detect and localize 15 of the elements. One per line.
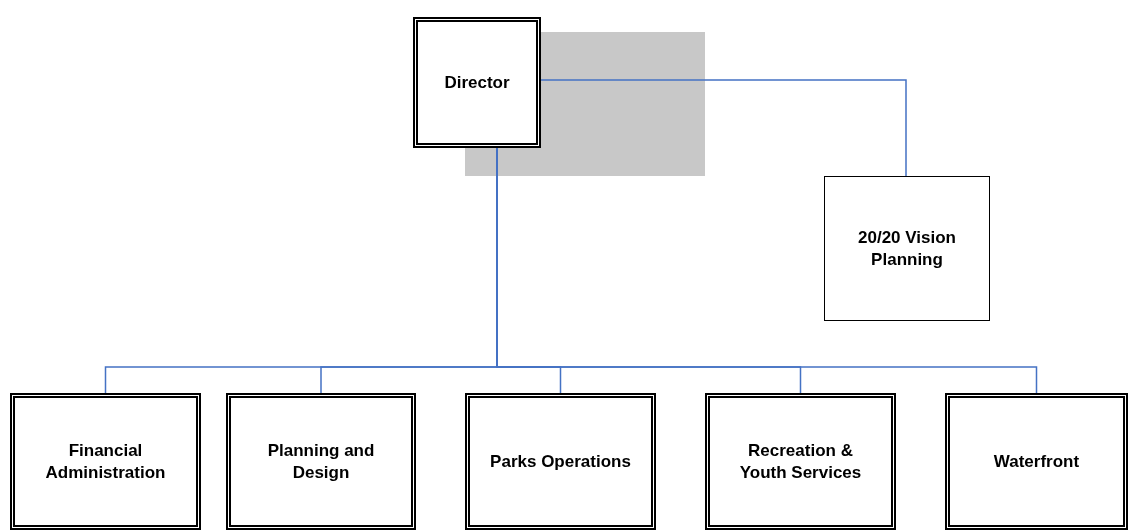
org-box xyxy=(824,176,990,321)
unit-title: Parks Operations xyxy=(489,450,632,473)
unit-title: Recreation & Youth Services xyxy=(738,439,863,484)
unit-title: 20/20 Vision Planning xyxy=(857,226,957,271)
connector-line xyxy=(540,79,907,177)
unit-title: Planning and Design xyxy=(266,439,376,484)
org-box xyxy=(413,17,541,148)
unit-title: Director xyxy=(443,71,511,94)
org-box xyxy=(465,393,656,530)
unit-title: Waterfront xyxy=(992,450,1081,473)
unit-title: Financial Administration xyxy=(44,439,167,484)
org-box xyxy=(945,393,1128,530)
org-box xyxy=(226,393,416,530)
org-box xyxy=(10,393,201,530)
org-box xyxy=(705,393,896,530)
